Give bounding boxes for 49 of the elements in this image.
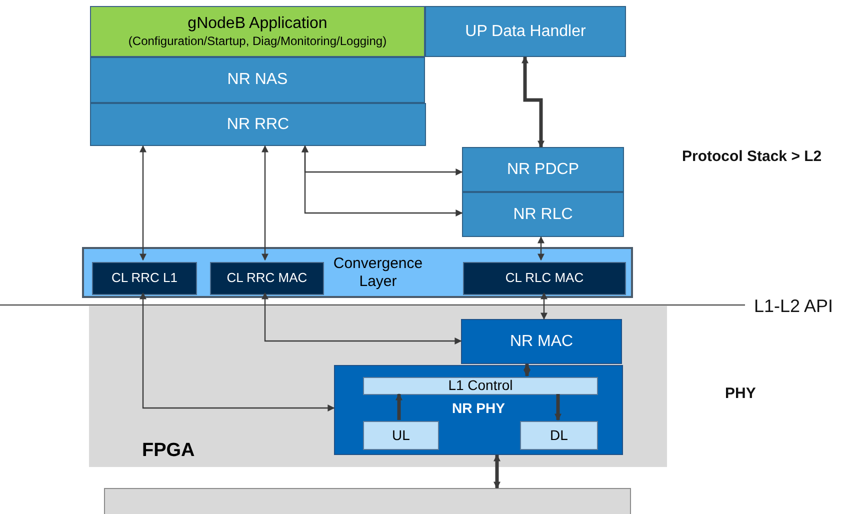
box-title: NR RLC	[513, 204, 573, 224]
module-box	[463, 262, 626, 295]
arrow	[540, 292, 548, 320]
box-title: UP Data Handler	[465, 22, 586, 42]
box-subtitle: (Configuration/Startup, Diag/Monitoring/Logging)	[128, 34, 387, 49]
layer-box	[90, 103, 426, 146]
box-title: CL RRC MAC	[226, 270, 308, 287]
box-title: gNodeB Application	[188, 14, 328, 34]
side-label: Protocol Stack > L2	[682, 147, 822, 167]
module-box	[363, 377, 598, 395]
box-title: L1 Control	[448, 377, 513, 395]
layer-box	[425, 6, 626, 57]
application-box	[90, 6, 425, 57]
arrow	[522, 56, 544, 148]
layer-box	[90, 57, 425, 103]
side-label: PHY	[725, 384, 756, 404]
hardware-bar	[104, 488, 631, 514]
arrow	[262, 292, 462, 344]
box-title: NR RRC	[226, 114, 290, 134]
box-title: UL	[392, 426, 410, 444]
module-box	[92, 262, 197, 295]
box-title: FPGA	[142, 439, 195, 463]
box-title: DL	[550, 426, 568, 444]
box-title: NR PHY	[451, 400, 506, 418]
layer-box	[462, 147, 624, 192]
phy-block	[334, 365, 623, 455]
arrow	[302, 145, 463, 216]
module-box	[363, 421, 439, 450]
box-title: Convergence Layer	[332, 255, 424, 291]
convergence-layer-panel	[82, 247, 633, 298]
layer-box	[461, 319, 622, 364]
box-title: NR PDCP	[506, 160, 579, 180]
arrow	[140, 292, 335, 412]
arrow	[538, 236, 544, 261]
box-title: CL RLC MAC	[505, 270, 584, 287]
fpga-region	[89, 306, 667, 467]
box-title: NR MAC	[510, 332, 574, 352]
arrow	[494, 454, 500, 489]
arrow	[396, 393, 402, 420]
arrow	[262, 145, 268, 261]
layer-box	[462, 192, 624, 237]
arrow	[140, 145, 146, 261]
arrow	[554, 394, 562, 421]
module-box	[210, 262, 324, 295]
box-title: NR NAS	[227, 70, 288, 90]
box-title: CL RRC L1	[112, 270, 178, 287]
arrow	[524, 363, 530, 377]
side-label: L1-L2 API	[754, 295, 834, 318]
module-box	[520, 421, 598, 450]
